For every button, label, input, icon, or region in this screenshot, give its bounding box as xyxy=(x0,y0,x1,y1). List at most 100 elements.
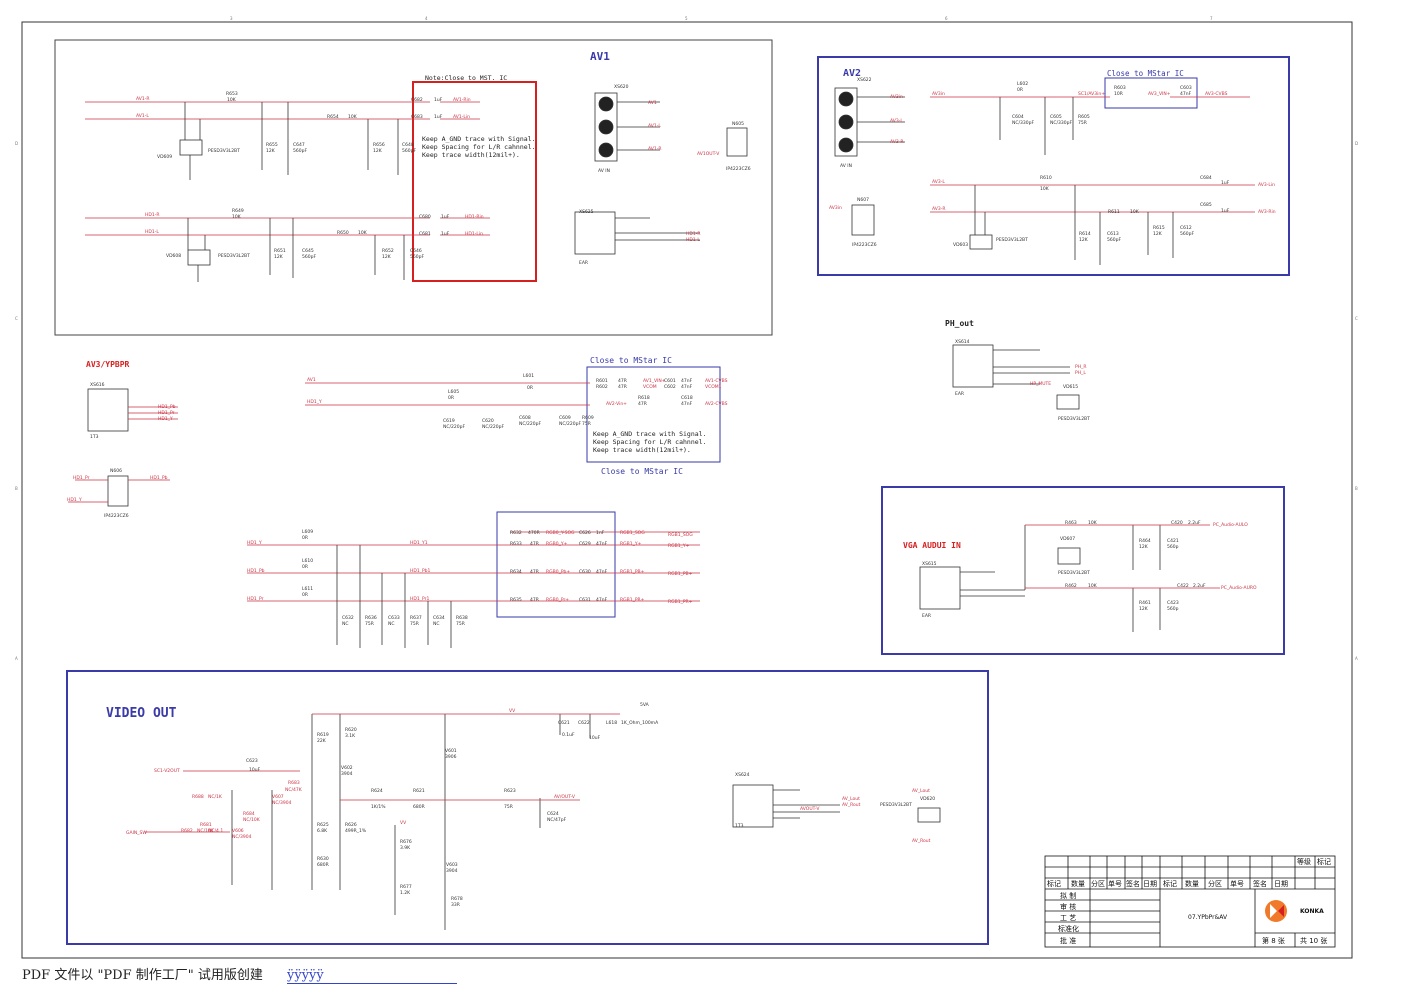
net-av1: AV1 xyxy=(648,100,657,106)
val-c685: 1uF xyxy=(1221,208,1230,214)
net-av1-l-jack: AV1-L xyxy=(648,123,661,129)
tb-h2: 分区 xyxy=(1091,879,1105,888)
ref-c681: C681 xyxy=(419,231,431,237)
val-r688: NC/1K xyxy=(208,794,223,800)
svg-text:5: 5 xyxy=(685,16,688,21)
net-av3-r-jack: AV3-R xyxy=(890,139,903,145)
ref-xs616: XS616 xyxy=(90,382,105,388)
net-vv-mid: VV xyxy=(400,820,407,826)
net-hd1-pb1: HD1_Pb1 xyxy=(410,568,431,574)
ph-out-title: PH_out xyxy=(945,319,974,328)
ref-c421: C421 xyxy=(1167,538,1179,544)
val-l611: 0R xyxy=(302,592,308,598)
val-c645: 560pF xyxy=(302,254,316,260)
ref-xs620: XS620 xyxy=(614,84,629,90)
label-ear-vga: EAR xyxy=(922,613,931,619)
tb-h6: 标记 xyxy=(1163,879,1177,888)
vga-components xyxy=(919,525,1161,632)
val-r682: NC/10K xyxy=(197,828,215,834)
net-av1-r: AV1-R xyxy=(136,96,149,102)
ref-vd607: VD607 xyxy=(1060,536,1075,542)
net-hd1-r-ear: HD1-R xyxy=(686,231,700,237)
ref-c605: C605 xyxy=(1050,114,1062,120)
net-av3in-jack: AV3in xyxy=(890,94,903,100)
val-r610: 10K xyxy=(1040,186,1050,192)
svg-text:C: C xyxy=(1355,316,1358,321)
keep-note-av1-line3: Keep trace width(12mil+). xyxy=(422,151,520,159)
val-r614: 12K xyxy=(1079,237,1089,243)
val-c420: 2.2uF xyxy=(1188,520,1201,526)
net-avout-v: AV/OUT-V xyxy=(554,794,576,800)
video-out-title: VIDEO OUT xyxy=(106,706,177,721)
vga-audio-frame xyxy=(881,486,1285,655)
svg-text:A: A xyxy=(15,656,18,661)
net-av1out-v: AV1OUT-V xyxy=(697,151,720,157)
ref-r619: R619 xyxy=(317,732,329,738)
net-hd1-pr-in: HD1_Pr xyxy=(247,596,264,602)
svg-text:B: B xyxy=(1355,486,1358,491)
net-rgb1-pr: RGB1_PR+ xyxy=(668,599,693,605)
net-rgb1-pb: RGB1_PB+ xyxy=(668,571,693,577)
av1-frame xyxy=(54,39,773,336)
net-hd1-y-mid: HD1_Y xyxy=(307,399,322,405)
net-av3-l: AV3-L xyxy=(932,179,945,185)
ref-r464: R464 xyxy=(1139,538,1151,544)
svg-text:6: 6 xyxy=(945,16,948,21)
net-av1-vin: AV1_VIN+ xyxy=(643,378,666,384)
av1-wires xyxy=(85,101,490,236)
net-av3in-left: AV3in xyxy=(932,91,945,97)
svg-text:A: A xyxy=(1355,656,1358,661)
ref-c630: C630 xyxy=(579,569,591,575)
net-av1-rin: AV1-Rin xyxy=(453,97,471,103)
tb-h5: 日期 xyxy=(1143,880,1157,888)
val-c683: 1uF xyxy=(434,114,443,120)
net-av-rout-esd: AV_Rout xyxy=(912,838,931,844)
val-c603: 47nF xyxy=(1180,91,1192,97)
net-hd1-r: HD1-R xyxy=(145,212,159,218)
net-av2-vin: AV2-Vin+ xyxy=(606,401,627,407)
tb-h0: 标记 xyxy=(1047,879,1061,888)
tb-role-4: 批 准 xyxy=(1060,936,1076,945)
val-l605: 0R xyxy=(448,395,454,401)
ref-r655: R655 xyxy=(266,142,278,148)
val-c634: NC xyxy=(433,621,440,627)
val-r684: NC/10K xyxy=(243,817,261,823)
val-vd607: PESD3V3L2BT xyxy=(1058,570,1090,576)
val-r655: 12K xyxy=(266,148,276,154)
ref-c618: C618 xyxy=(681,395,693,401)
ref-r605: R605 xyxy=(1078,114,1090,120)
video-out-components xyxy=(231,714,941,930)
ref-r603: R603 xyxy=(1114,85,1126,91)
val-c612: 560pF xyxy=(1180,231,1194,237)
av2-components xyxy=(834,87,1174,265)
ref-v606: V606 xyxy=(232,828,244,834)
val-c631: 47nF xyxy=(596,597,608,603)
tb-h10: 签名 xyxy=(1253,879,1267,888)
net-hd1-rin: HD1-Rin xyxy=(465,214,484,220)
ref-r609: R609 xyxy=(582,415,594,421)
val-c647: 560pF xyxy=(293,148,307,154)
val-c646: 560pF xyxy=(410,254,424,260)
net-hd1-pb-ic: HD1_Pb xyxy=(150,475,168,481)
ref-c423: C423 xyxy=(1167,600,1179,606)
tb-role-0: 拟 制 xyxy=(1060,891,1076,900)
tb-h9: 单号 xyxy=(1230,879,1244,888)
ref-c684: C684 xyxy=(1200,175,1212,181)
ref-r635: R635 xyxy=(510,597,522,603)
tb-sheet: 第 8 张 xyxy=(1262,936,1285,945)
ref-r634: R634 xyxy=(510,569,522,575)
ref-c645: C645 xyxy=(302,248,314,254)
tb-h7: 数量 xyxy=(1185,879,1199,888)
note-close-mst: Note:Close to MST. IC xyxy=(425,74,507,82)
val-l618: 1K_Ohm_100mA xyxy=(621,720,659,726)
ref-r682: R682 xyxy=(181,828,193,834)
pdf-footer-link[interactable]: ÿÿÿÿÿ xyxy=(287,968,458,984)
ref-n605: N605 xyxy=(732,121,744,127)
val-c622: 10uF xyxy=(589,735,601,741)
val-xs616: 1T3 xyxy=(90,434,99,440)
ref-r676: R676 xyxy=(400,839,412,845)
ref-c608: C608 xyxy=(519,415,531,421)
val-vd608: PESD3V3L2BT xyxy=(218,253,250,259)
val-c423: 560p xyxy=(1167,606,1179,612)
val-v603: 3904 xyxy=(446,868,458,874)
